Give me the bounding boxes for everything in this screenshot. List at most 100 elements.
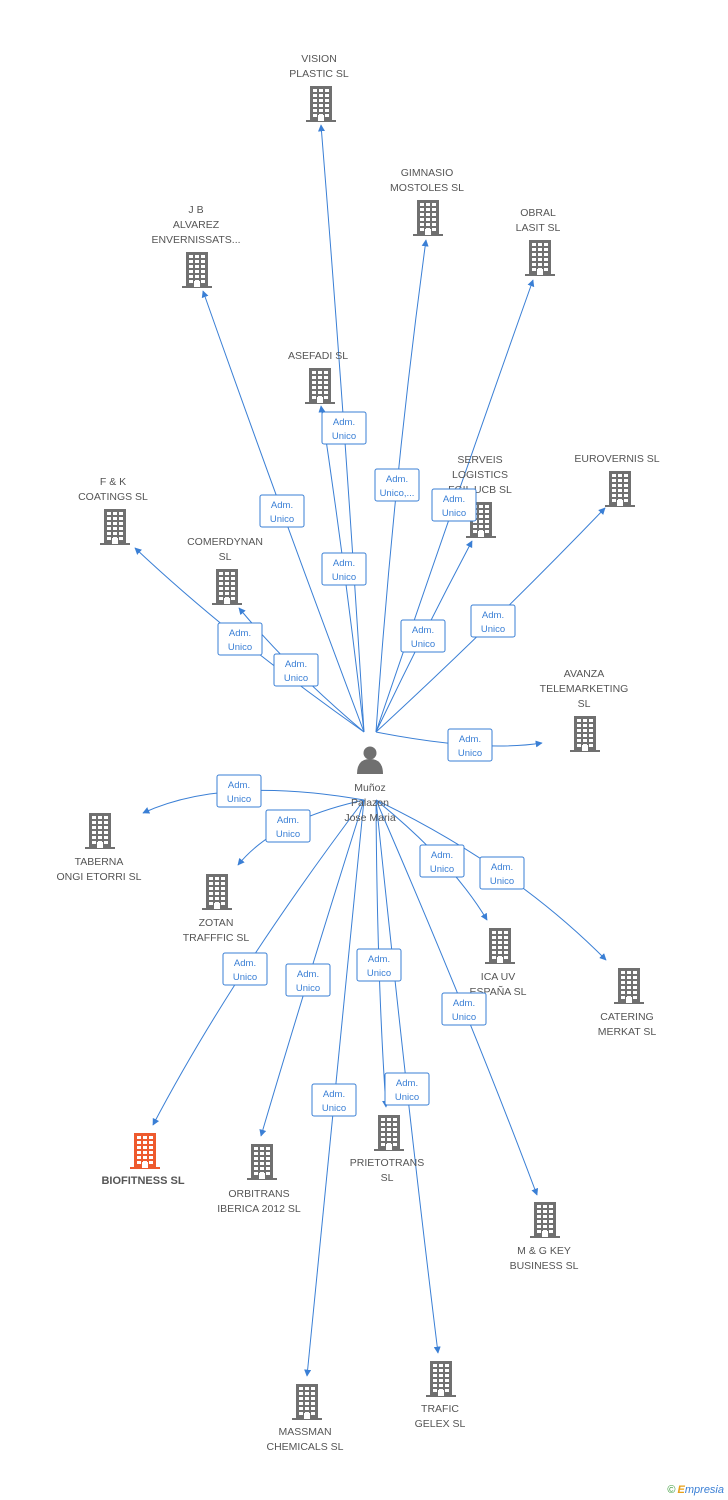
company-label: ASEFADI SL	[288, 350, 348, 362]
role-badge-orbitrans[interactable]: Adm.Unico	[285, 963, 331, 997]
role-badge-text: Adm.Unico	[430, 850, 454, 875]
role-badge-text-line: Adm.	[491, 862, 513, 873]
role-badge-serveis[interactable]: Adm.Unico	[400, 619, 446, 653]
role-badge-gimnasio[interactable]: Adm.Unico,...	[374, 468, 420, 502]
role-badge-avanza[interactable]: Adm.Unico	[447, 728, 493, 762]
building-icon[interactable]	[426, 1361, 456, 1397]
building-icon[interactable]	[85, 813, 115, 849]
building-icon[interactable]	[292, 1384, 322, 1420]
role-badge-mgkey[interactable]: Adm.Unico	[441, 992, 487, 1026]
role-badge-catering[interactable]: Adm.Unico	[479, 856, 525, 890]
company-label-line: VISION	[301, 53, 337, 65]
company-node-eurovernis[interactable]: EUROVERNIS SL	[574, 453, 660, 507]
company-label-line: COMERDYNAN	[187, 536, 263, 548]
role-badge-icauv[interactable]: Adm.Unico	[419, 844, 465, 878]
role-badge-obral[interactable]: Adm.Unico	[431, 488, 477, 522]
role-badge-massman[interactable]: Adm.Unico	[311, 1083, 357, 1117]
building-icon[interactable]	[570, 716, 600, 752]
building-icon[interactable]	[525, 240, 555, 276]
role-badge-text: Adm.Unico	[452, 998, 476, 1023]
company-label-line: TELEMARKETING	[540, 683, 629, 695]
company-label-line: J B	[188, 204, 203, 216]
role-badge-vision[interactable]: Adm.Unico	[321, 411, 367, 445]
role-badge-text-line: Adm.	[297, 969, 319, 980]
building-icon[interactable]	[605, 471, 635, 507]
role-badge-text-line: Adm.	[482, 610, 504, 621]
company-node-biofitness[interactable]: BIOFITNESS SL	[101, 1133, 185, 1187]
company-label-line: CHEMICALS SL	[266, 1441, 343, 1453]
role-badge-jb[interactable]: Adm.Unico	[259, 494, 305, 528]
building-icon[interactable]	[202, 874, 232, 910]
role-badge-box	[447, 728, 493, 762]
role-badge-box	[441, 992, 487, 1026]
role-badge-eurovernis[interactable]: Adm.Unico	[470, 604, 516, 638]
role-badge-biofitness[interactable]: Adm.Unico	[222, 952, 268, 986]
building-icon[interactable]	[530, 1202, 560, 1238]
role-badge-zotan[interactable]: Adm.Unico	[265, 809, 311, 843]
role-badge-text-line: Adm.	[443, 494, 465, 505]
role-badge-text: Adm.Unico	[270, 500, 294, 525]
role-badge-text: Adm.Unico	[322, 1089, 346, 1114]
role-badge-text: Adm.Unico	[442, 494, 466, 519]
building-icon[interactable]	[130, 1133, 160, 1169]
role-badge-text-line: Unico	[276, 829, 300, 840]
company-label-line: ZOTAN	[199, 917, 234, 929]
building-icon[interactable]	[247, 1144, 277, 1180]
company-label: BIOFITNESS SL	[101, 1175, 184, 1187]
role-badge-comerdynan[interactable]: Adm.Unico	[273, 653, 319, 687]
building-icon[interactable]	[212, 569, 242, 605]
company-node-asefadi[interactable]: ASEFADI SL	[288, 350, 348, 404]
role-badge-text-line: Unico	[322, 1103, 346, 1114]
building-icon[interactable]	[305, 368, 335, 404]
company-label-line: CATERING	[600, 1011, 653, 1023]
role-badge-text-line: Adm.	[431, 850, 453, 861]
role-badge-fk[interactable]: Adm.Unico	[217, 622, 263, 656]
company-label-line: GIMNASIO	[401, 167, 454, 179]
role-badge-text-line: Adm.	[271, 500, 293, 511]
role-badge-text-line: Adm.	[368, 954, 390, 965]
company-label-line: TRAFIC	[421, 1403, 459, 1415]
building-icon[interactable]	[614, 968, 644, 1004]
building-icon[interactable]	[413, 200, 443, 236]
building-icon[interactable]	[374, 1115, 404, 1151]
empresia-watermark[interactable]: ©Empresia	[667, 1484, 724, 1496]
role-badge-asefadi[interactable]: Adm.Unico	[321, 552, 367, 586]
role-badge-text-line: Unico	[395, 1092, 419, 1103]
building-icon[interactable]	[485, 928, 515, 964]
role-badge-text-line: Unico	[228, 642, 252, 653]
company-label-line: M & G KEY	[517, 1245, 571, 1257]
role-badge-box	[400, 619, 446, 653]
building-icon[interactable]	[182, 252, 212, 288]
role-badge-text-line: Adm.	[333, 558, 355, 569]
building-icon[interactable]	[306, 86, 336, 122]
person-icon[interactable]	[357, 746, 383, 775]
role-badge-trafic[interactable]: Adm.Unico	[384, 1072, 430, 1106]
role-badge-text: Adm.Unico	[228, 628, 252, 653]
role-badge-box	[273, 653, 319, 687]
role-badge-prietotrans[interactable]: Adm.Unico	[356, 948, 402, 982]
role-badge-taberna[interactable]: Adm.Unico	[216, 774, 262, 808]
building-icon[interactable]	[100, 509, 130, 545]
